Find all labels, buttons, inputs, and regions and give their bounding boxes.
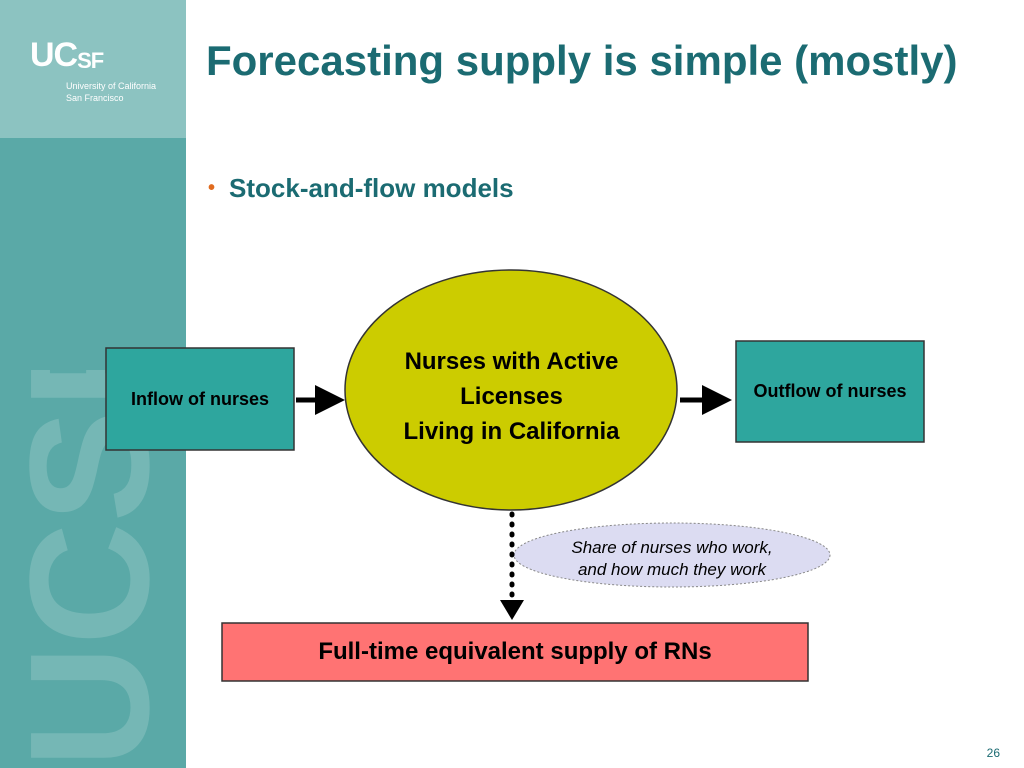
- logo-subtitle: University of California San Francisco: [66, 80, 156, 104]
- page-number: 26: [986, 746, 1000, 760]
- bullet-dot-icon: •: [208, 177, 216, 199]
- modifier-label-line1: Share of nurses who work,: [571, 538, 773, 557]
- modifier-label: Share of nurses who work, and how much t…: [512, 531, 832, 587]
- bullet-item: • Stock-and-flow models: [208, 173, 514, 204]
- stock-ellipse: [344, 269, 678, 511]
- logo-subtitle-line2: San Francisco: [66, 93, 124, 103]
- dotted-arrow-head: [500, 600, 524, 620]
- inflow-box: [105, 347, 295, 451]
- stock-label-line3: Living in California: [403, 418, 620, 445]
- outflow-label: Outflow of nurses: [753, 381, 907, 401]
- logo-subtitle-line1: University of California: [66, 81, 157, 91]
- modifier-label-line2: and how much they work: [577, 560, 767, 579]
- result-box: [221, 622, 809, 682]
- result-label: Full-time equivalent supply of RNs: [318, 638, 712, 665]
- logo-mark-sf: SF: [77, 48, 104, 73]
- stock-label: Nurses with Active Licenses Living in Ca…: [345, 320, 678, 460]
- outflow-box: [735, 340, 925, 443]
- inflow-label: Inflow of nurses: [130, 388, 269, 409]
- stock-label-line1: Nurses with Active: [404, 348, 619, 375]
- slide-title: Forecasting supply is simple (mostly): [206, 37, 958, 84]
- stock-label-line2: Licenses: [460, 383, 563, 410]
- logo-band: UCSF University of California San Franci…: [0, 0, 186, 138]
- ucsf-logo: UCSF: [30, 36, 104, 74]
- bullet-text: Stock-and-flow models: [229, 173, 514, 203]
- logo-mark-uc: UC: [30, 36, 78, 74]
